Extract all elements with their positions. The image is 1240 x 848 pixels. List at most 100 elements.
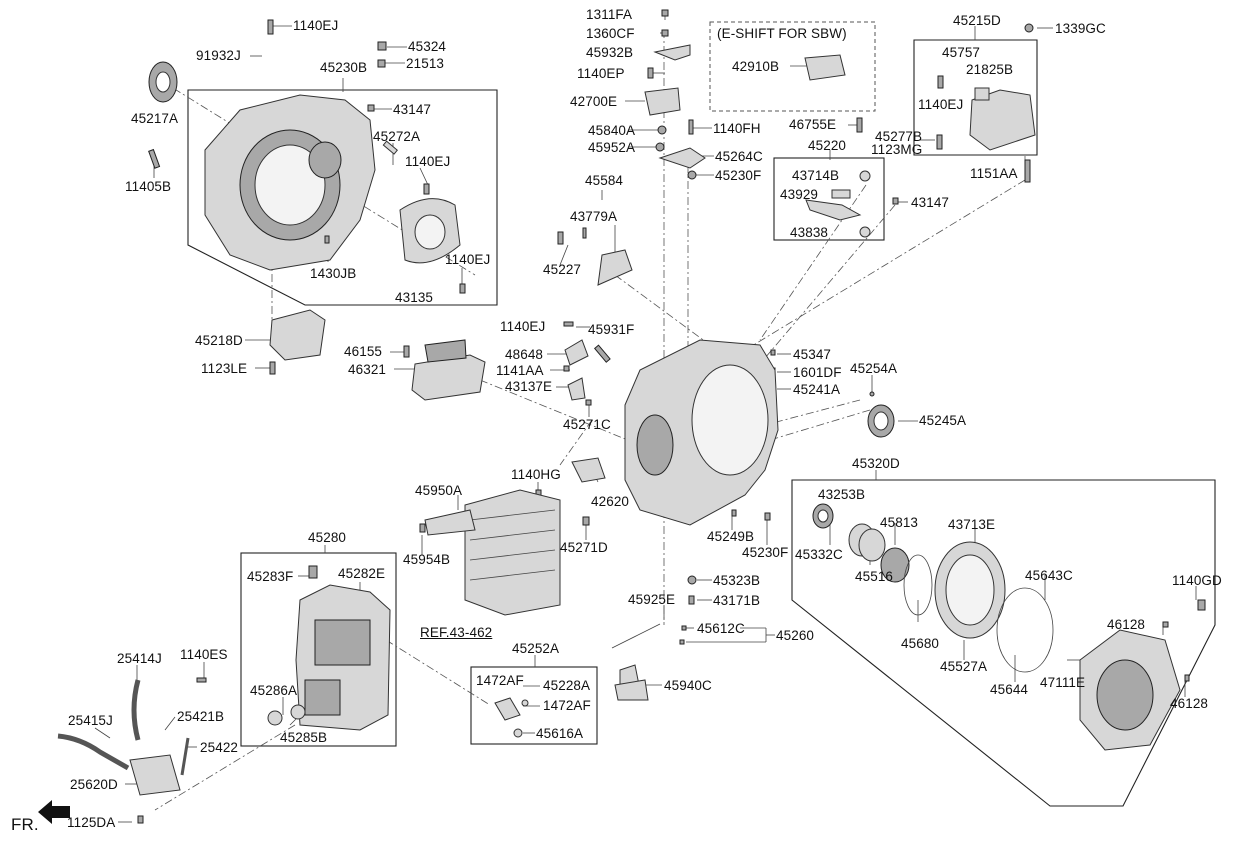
part-label: 43714B — [792, 168, 840, 183]
part-label: 45285B — [280, 730, 328, 745]
mount-bracket-box — [913, 39, 1038, 156]
part-label: 45680 — [901, 636, 940, 651]
valve-body — [424, 489, 561, 616]
bottom-parts — [494, 623, 661, 738]
part-label: 11405B — [125, 179, 172, 194]
part-label: 1123LE — [201, 361, 248, 376]
part-label: 45612C — [697, 621, 745, 636]
part-label: 1140EJ — [445, 252, 491, 267]
part-label: 45220 — [808, 138, 847, 153]
part-label: 42620 — [591, 494, 630, 509]
part-label: 25620D — [70, 777, 118, 792]
part-label: 45931F — [588, 322, 635, 337]
valve-cover — [267, 584, 391, 731]
part-label: 43135 — [395, 290, 434, 305]
part-label: 45277B — [875, 129, 923, 144]
part-label: 45644 — [990, 682, 1029, 697]
part-label: 1140FH — [713, 121, 761, 136]
part-label: 1430JB — [310, 266, 357, 281]
part-label: 91932J — [196, 48, 241, 63]
part-label: 45230F — [715, 168, 762, 183]
part-label: 45516 — [855, 569, 894, 584]
part-label: 45215D — [953, 13, 1001, 28]
part-label: 1123MG — [871, 142, 923, 157]
part-label: 46128 — [1170, 696, 1209, 711]
part-label: 45218D — [195, 333, 243, 348]
part-label: 1472AF — [476, 673, 524, 688]
part-label: 45925E — [628, 592, 676, 607]
part-label: 45282E — [338, 566, 386, 581]
part-label: 43147 — [393, 102, 432, 117]
part-label: 1360CF — [586, 26, 635, 41]
reference-label: REF.43-462 — [420, 625, 493, 640]
part-label: 1339GC — [1055, 21, 1106, 36]
part-label: 45616A — [536, 726, 584, 741]
valve-cover-box — [240, 552, 397, 747]
part-label: 1140EJ — [293, 18, 339, 33]
part-label: 46755E — [789, 117, 837, 132]
part-label: 45249B — [707, 529, 755, 544]
part-label: 45757 — [942, 45, 981, 60]
part-label: 1141AA — [496, 363, 544, 378]
part-label: 25422 — [200, 740, 239, 755]
part-label: 45272A — [373, 129, 421, 144]
part-label: 1311FA — [586, 7, 633, 22]
part-label: 45245A — [919, 413, 967, 428]
part-label: 1140EP — [577, 66, 625, 81]
part-label: 42700E — [570, 94, 618, 109]
front-case — [148, 61, 461, 271]
bracket-45218d — [269, 309, 326, 361]
part-label: 1140ES — [180, 647, 228, 662]
part-label: 45813 — [880, 515, 919, 530]
part-label: 42910B — [732, 59, 780, 74]
part-label: 1151AA — [970, 166, 1018, 181]
part-label: 45952A — [588, 140, 636, 155]
part-label: 1140EJ — [918, 97, 964, 112]
part-label: 43929 — [780, 187, 819, 202]
part-label: 21513 — [406, 56, 445, 71]
middle-small-parts — [564, 339, 606, 483]
part-label: 1140EJ — [500, 319, 546, 334]
oil-filter — [411, 339, 486, 401]
part-label: 43713E — [948, 517, 996, 532]
part-label: 43171B — [713, 593, 761, 608]
part-label: 45840A — [588, 123, 636, 138]
bell-housing-box — [187, 89, 498, 306]
part-label: 45584 — [585, 173, 624, 188]
part-label: 47111E — [1040, 675, 1086, 690]
clutch-parts — [812, 503, 1181, 751]
part-label: 45932B — [586, 45, 634, 60]
part-label: 1140HG — [511, 467, 561, 482]
part-label: 45283F — [247, 569, 294, 584]
part-label: 45227 — [543, 262, 582, 277]
part-label: 25415J — [68, 713, 113, 728]
part-label: 25414J — [117, 651, 162, 666]
part-label: 45260 — [776, 628, 815, 643]
header-note: (E-SHIFT FOR SBW) — [717, 26, 847, 41]
part-label: 45527A — [940, 659, 988, 674]
detent-lever-box — [773, 157, 885, 241]
part-label: 45323B — [713, 573, 761, 588]
oil-cooler-pipes — [57, 679, 190, 796]
part-label: 45320D — [852, 456, 900, 471]
part-label: 43147 — [911, 195, 950, 210]
part-label: 43137E — [505, 379, 553, 394]
part-label: 45271C — [563, 417, 611, 432]
part-label: 25421B — [177, 709, 225, 724]
part-label: 45347 — [793, 347, 832, 362]
part-label: 45241A — [793, 382, 841, 397]
part-label: 1140EJ — [405, 154, 451, 169]
part-label: 1601DF — [793, 365, 842, 380]
part-label: 46128 — [1107, 617, 1146, 632]
part-label: 46155 — [344, 344, 383, 359]
part-label: 45252A — [512, 641, 560, 656]
part-label: 45950A — [415, 483, 463, 498]
rear-cover-assembly-box — [791, 479, 1216, 807]
part-label: 45254A — [850, 361, 898, 376]
part-label: 45228A — [543, 678, 591, 693]
part-label: 45217A — [131, 111, 179, 126]
part-label: 1472AF — [543, 698, 591, 713]
part-label: 45280 — [308, 530, 347, 545]
part-label: 45940C — [664, 678, 712, 693]
e-shift-box — [709, 21, 876, 112]
